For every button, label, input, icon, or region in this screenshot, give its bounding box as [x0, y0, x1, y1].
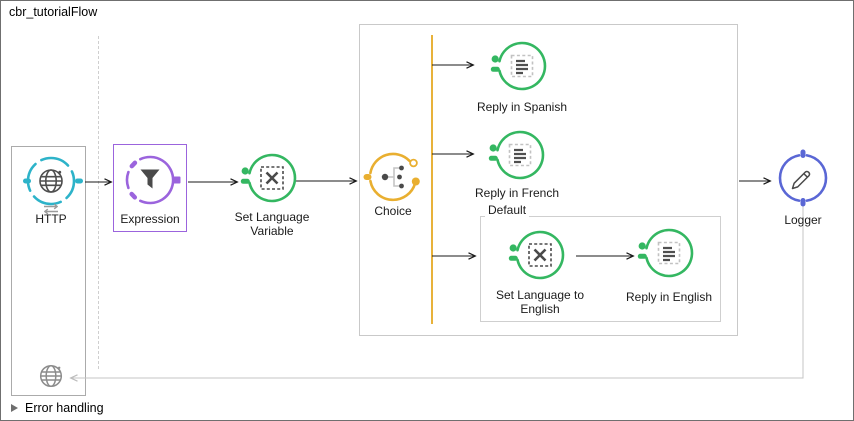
- node-expression[interactable]: [118, 148, 182, 212]
- flow-title: cbr_tutorialFlow: [9, 5, 98, 19]
- node-label-logger: Logger: [784, 213, 822, 227]
- message-icon: [510, 54, 534, 78]
- set-variable-icon: [260, 166, 284, 190]
- globe-icon: [39, 169, 63, 193]
- branch-icon: [381, 165, 404, 189]
- node-http[interactable]: [19, 151, 83, 217]
- node-label-reply-in-english: Reply in English: [625, 290, 713, 304]
- pencil-icon: [791, 170, 811, 190]
- set-variable-icon: [528, 243, 552, 267]
- error-handling-label: Error handling: [25, 401, 104, 415]
- globe-icon: [39, 364, 63, 388]
- message-icon: [508, 143, 532, 167]
- default-route-label: Default: [485, 203, 530, 217]
- node-set-language-to-english[interactable]: [508, 223, 572, 287]
- node-label-reply-in-spanish: Reply in Spanish: [476, 100, 568, 114]
- node-reply-in-english[interactable]: [637, 221, 701, 285]
- node-label-set-language-variable: Set Language Variable: [234, 210, 310, 238]
- http-response-endpoint[interactable]: [38, 363, 64, 394]
- node-reply-in-french[interactable]: [488, 123, 552, 187]
- choice-branch-bar: [431, 35, 433, 324]
- collapse-triangle-icon: [11, 404, 18, 412]
- filter-icon: [140, 169, 160, 189]
- node-label-set-language-to-english: Set Language to English: [495, 288, 585, 316]
- node-set-language-variable[interactable]: [240, 146, 304, 210]
- node-label-http: HTTP: [35, 212, 67, 226]
- node-label-reply-in-french: Reply in French: [474, 186, 560, 200]
- node-logger[interactable]: [771, 146, 835, 210]
- error-handling-section[interactable]: Error handling: [11, 401, 104, 415]
- message-icon: [657, 241, 681, 265]
- node-label-expression: Expression: [120, 212, 180, 226]
- source-flow-separator: [98, 36, 99, 369]
- swap-arrows-icon: [44, 203, 58, 215]
- node-choice[interactable]: [361, 145, 425, 209]
- node-label-choice: Choice: [374, 204, 412, 218]
- node-reply-in-spanish[interactable]: [490, 34, 554, 98]
